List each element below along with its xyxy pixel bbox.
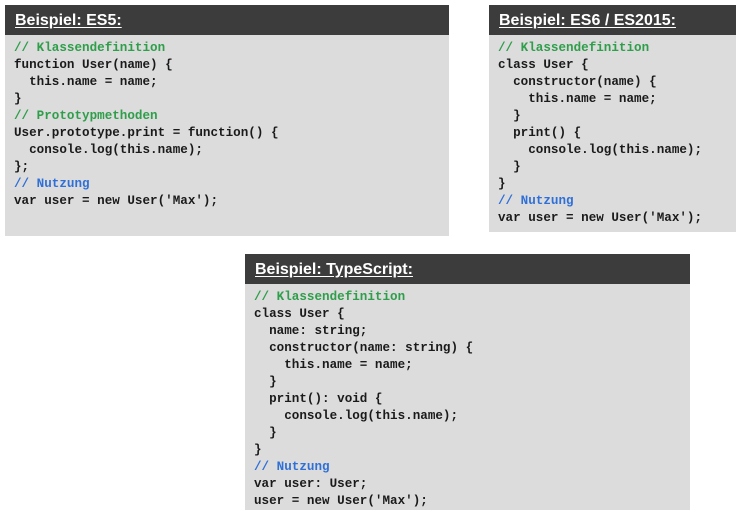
typescript-code-block: // Klassendefinition class User { name: s…: [245, 284, 690, 510]
es5-panel-header: Beispiel: ES5:: [5, 5, 449, 35]
es6-code-block: // Klassendefinition class User { constru…: [489, 35, 736, 227]
code-line: }: [498, 109, 521, 123]
typescript-panel-header: Beispiel: TypeScript:: [245, 254, 690, 284]
typescript-example-panel: Beispiel: TypeScript: // Klassendefiniti…: [245, 254, 690, 510]
code-line: print(): void {: [254, 392, 383, 406]
code-line: class User {: [254, 307, 345, 321]
code-line: User.prototype.print = function() {: [14, 126, 279, 140]
code-line: }: [254, 426, 277, 440]
code-line: class User {: [498, 58, 589, 72]
code-line: print() {: [498, 126, 582, 140]
code-line: }: [254, 375, 277, 389]
es6-example-panel: Beispiel: ES6 / ES2015: // Klassendefini…: [489, 5, 736, 232]
es6-panel-header: Beispiel: ES6 / ES2015:: [489, 5, 736, 35]
code-line: };: [14, 160, 30, 174]
code-line: // Prototypmethoden: [14, 109, 158, 123]
code-line: }: [254, 443, 262, 457]
code-line: // Klassendefinition: [498, 41, 650, 55]
code-line: // Klassendefinition: [14, 41, 166, 55]
code-line: this.name = name;: [14, 75, 158, 89]
code-line: console.log(this.name);: [14, 143, 203, 157]
code-line: }: [14, 92, 22, 106]
code-line: // Nutzung: [14, 177, 90, 191]
es6-panel-title: Beispiel: ES6 / ES2015:: [499, 12, 676, 29]
typescript-panel-title: Beispiel: TypeScript:: [255, 261, 413, 278]
code-line: function User(name) {: [14, 58, 173, 72]
code-line: constructor(name) {: [498, 75, 657, 89]
code-line: // Nutzung: [498, 194, 574, 208]
code-line: console.log(this.name);: [254, 409, 459, 423]
code-line: var user: User;: [254, 477, 368, 491]
code-line: // Klassendefinition: [254, 290, 406, 304]
code-line: this.name = name;: [254, 358, 413, 372]
code-line: console.log(this.name);: [498, 143, 703, 157]
code-line: user = new User('Max');: [254, 494, 428, 508]
code-line: // Nutzung: [254, 460, 330, 474]
code-line: var user = new User('Max');: [498, 211, 703, 225]
code-line: var user = new User('Max');: [14, 194, 219, 208]
code-line: }: [498, 160, 521, 174]
code-line: }: [498, 177, 506, 191]
code-line: constructor(name: string) {: [254, 341, 474, 355]
code-line: this.name = name;: [498, 92, 657, 106]
code-line: name: string;: [254, 324, 368, 338]
es5-example-panel: Beispiel: ES5: // Klassendefinition funct…: [5, 5, 449, 236]
es5-code-block: // Klassendefinition function User(name) …: [5, 35, 449, 210]
es5-panel-title: Beispiel: ES5:: [15, 12, 122, 29]
